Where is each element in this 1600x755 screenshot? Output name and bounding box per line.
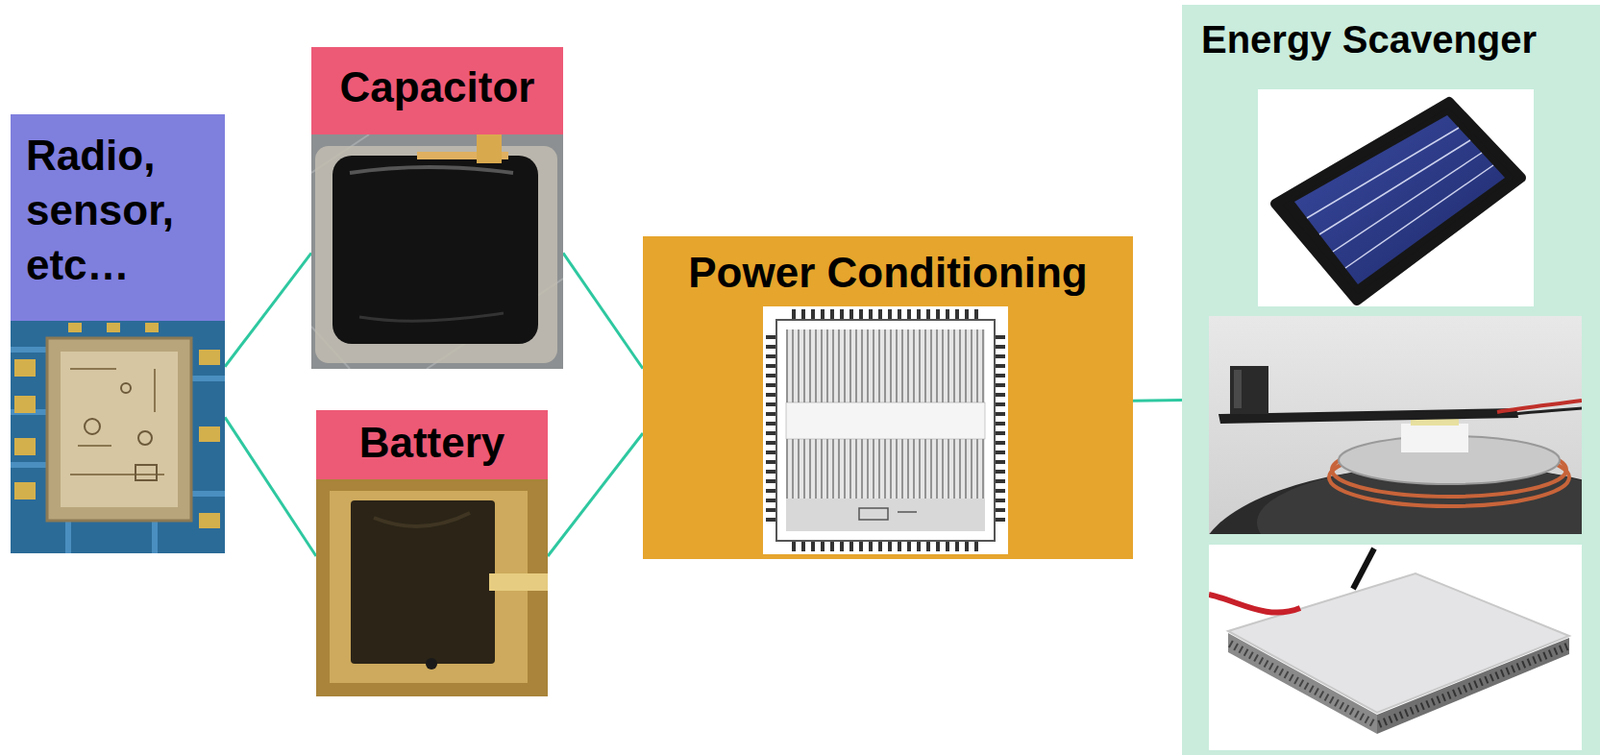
illustration-part (791, 309, 980, 320)
capacitor-photo (311, 134, 564, 370)
storage-box: Capacitor (311, 47, 564, 370)
label-band: Capacitor (311, 47, 564, 135)
illustration-part (121, 383, 131, 394)
process-box: Power Conditioning (642, 236, 1133, 560)
source-panel: Energy Scavenger (1181, 4, 1600, 755)
illustration-part (1332, 152, 1482, 252)
illustration-part (68, 322, 82, 333)
illustration-part (198, 513, 221, 529)
illustration-part (786, 498, 985, 532)
power-chip-die (763, 306, 1009, 555)
illustration-part (145, 322, 159, 333)
connector (563, 252, 643, 369)
illustration-part (70, 369, 165, 475)
illustration-part (776, 320, 995, 542)
illustration-part (859, 508, 917, 520)
illustration-part (489, 573, 548, 591)
illustration-part (763, 306, 1009, 555)
illustration-part (311, 134, 564, 370)
label-area: Energy Scavenger (1201, 16, 1596, 74)
connector (224, 252, 312, 367)
illustration-part (1233, 369, 1242, 409)
illustration-part (1257, 89, 1534, 307)
illustration-part (138, 431, 152, 445)
illustration-part (84, 418, 100, 435)
illustration-part (1208, 544, 1582, 751)
storage-box: Battery (316, 410, 548, 697)
node-label: Radio, sensor, etc… (25, 127, 214, 294)
illustration-part (135, 465, 157, 481)
illustration-part (786, 402, 985, 440)
solar-cell-photo (1257, 89, 1534, 307)
illustration-part (14, 395, 36, 414)
node-label: Power Conditioning (688, 247, 1088, 299)
illustration-part (316, 479, 548, 697)
illustration-part (106, 322, 121, 333)
illustration-part (1345, 165, 1494, 269)
illustration-part (1497, 408, 1582, 417)
illustration-part (1306, 127, 1494, 269)
illustration-part (1208, 594, 1301, 614)
device-box: Radio, sensor, etc… (10, 114, 225, 554)
illustration-part (786, 329, 985, 532)
illustration-part (1230, 366, 1269, 415)
illustration-part (14, 359, 36, 377)
illustration-part (332, 155, 539, 345)
label-area: Power Conditioning (648, 247, 1128, 304)
illustration-part (1228, 573, 1570, 714)
illustration-part (198, 349, 221, 366)
illustration-part (1353, 548, 1375, 590)
connector (1132, 398, 1182, 403)
illustration-part (10, 349, 225, 554)
illustration-part (373, 513, 470, 527)
illustration-part (315, 146, 558, 364)
illustration-part (47, 338, 192, 521)
illustration-part (10, 320, 225, 554)
illustration-part (791, 541, 980, 552)
label-band: Radio, sensor, etc… (10, 114, 225, 321)
connector (224, 417, 317, 557)
illustration-part (765, 335, 776, 526)
illustration-part (1275, 101, 1522, 301)
illustration-part (311, 134, 564, 370)
node-label: Capacitor (340, 62, 536, 114)
thermoelectric-photo (1208, 544, 1582, 751)
illustration-part (1401, 423, 1469, 453)
label-band: Battery (316, 410, 548, 480)
illustration-part (60, 351, 178, 508)
illustration-part (476, 134, 502, 164)
node-label: Energy Scavenger (1201, 16, 1537, 63)
connector (547, 433, 643, 557)
illustration-part (350, 500, 495, 665)
illustration-part (425, 658, 438, 670)
illustration-part (359, 313, 504, 321)
illustration-part (1319, 140, 1471, 235)
radio-chip-photo (10, 320, 225, 554)
illustration-part (995, 335, 1006, 526)
illustration-part (198, 426, 221, 443)
illustration-part (14, 482, 36, 500)
node-label: Battery (359, 418, 506, 469)
illustration-part (349, 167, 514, 173)
illustration-part (1294, 115, 1505, 285)
piezo-harvester-photo (1208, 316, 1582, 535)
battery-photo (316, 479, 548, 697)
illustration-part (14, 438, 36, 456)
